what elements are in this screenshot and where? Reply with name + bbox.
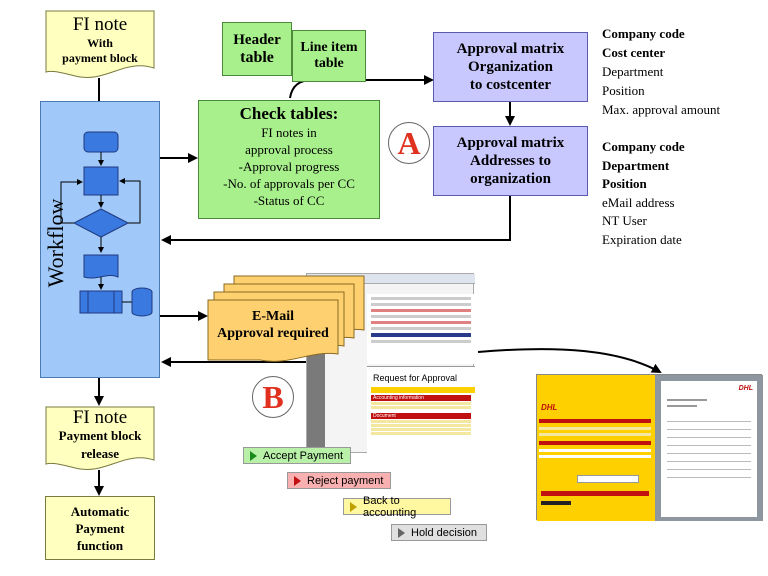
fi-note-top-sub1: With <box>87 36 113 50</box>
fi-note-top-sub2: payment block <box>62 51 138 65</box>
header-table-box: Header table <box>222 22 292 76</box>
auto-payment-line2: Payment <box>75 520 125 536</box>
accept-payment-label: Accept Payment <box>263 449 344 462</box>
approval-matrix-addr-box: Approval matrix Addresses to organizatio… <box>433 126 588 196</box>
header-table-line1: Header <box>233 31 281 48</box>
check-tables-item1a: FI notes in <box>261 125 317 140</box>
email-section1: Accounting information <box>371 395 471 401</box>
approval-org-line2: Organization <box>468 59 553 75</box>
hold-decision-button[interactable]: Hold decision <box>391 524 487 541</box>
check-tables-item2: -Approval progress <box>238 159 340 174</box>
org-field-max-amount: Max. approval amount <box>602 102 721 117</box>
dhl-invoice-preview: DHL <box>655 375 763 521</box>
approval-org-line1: Approval matrix <box>456 41 565 57</box>
email-envelope-stack: E-Mail Approval required <box>206 274 366 364</box>
addr-field-nt-user: NT User <box>602 213 647 228</box>
org-field-position: Position <box>602 83 645 98</box>
check-tables-item1b: approval process <box>245 142 333 157</box>
play-arrow-icon <box>294 475 301 486</box>
dhl-form-panel: DHL <box>537 375 655 521</box>
automatic-payment-box: Automatic Payment function <box>45 496 155 560</box>
envelope-stack-icon <box>207 275 365 362</box>
document-shape-icon <box>45 10 155 78</box>
email-request-title: Request for Approval <box>373 373 458 383</box>
line-item-table-line1: Line item <box>300 40 358 55</box>
play-arrow-icon <box>350 501 357 512</box>
marker-a: A <box>388 122 430 164</box>
addr-field-expiration: Expiration date <box>602 231 682 247</box>
reject-payment-label: Reject payment <box>307 474 384 487</box>
fi-note-bottom-title: FI note <box>72 407 128 428</box>
check-tables-box: Check tables: FI notes in approval proce… <box>198 100 380 219</box>
check-tables-item3: -No. of approvals per CC <box>223 176 355 191</box>
back-to-accounting-button[interactable]: Back to accounting <box>343 495 451 519</box>
play-arrow-icon <box>250 450 257 461</box>
document-shape-icon <box>45 406 155 470</box>
org-field-cost-center: Cost center <box>602 45 666 60</box>
email-toolbar <box>307 274 475 284</box>
email-preview: Request for Approval Accounting informat… <box>367 366 475 454</box>
dhl-logo: DHL <box>541 403 558 412</box>
email-section2: Document <box>371 413 471 419</box>
approval-org-line3: to costcenter <box>469 77 552 93</box>
check-tables-item4: -Status of CC <box>253 193 325 208</box>
back-to-accounting-label: Back to accounting <box>363 494 417 519</box>
fi-note-bottom-sub1: Payment block <box>58 428 142 443</box>
workflow-panel: Workflow <box>40 101 160 378</box>
marker-b: B <box>252 376 294 418</box>
dhl-document-screenshot: DHL DHL <box>536 374 763 521</box>
approval-addr-line3: organization <box>470 171 551 187</box>
flowchart-icon <box>60 131 153 317</box>
fi-note-top: FI note With payment block <box>45 10 155 80</box>
check-tables-title: Check tables: <box>239 104 339 123</box>
line-item-table-box: Line item table <box>292 30 366 82</box>
addr-field-email: eMail address <box>602 194 675 210</box>
line-item-table-line2: table <box>314 56 344 71</box>
org-field-department: Department <box>602 64 664 79</box>
auto-payment-line1: Automatic <box>70 503 130 519</box>
fi-note-top-title: FI note <box>72 14 128 35</box>
play-arrow-icon <box>398 527 405 538</box>
addr-field-position: Position <box>602 176 647 191</box>
approval-addr-line1: Approval matrix <box>456 135 565 151</box>
addr-fields-list: Company code Department Position eMail a… <box>602 138 685 249</box>
accept-payment-button[interactable]: Accept Payment <box>243 447 351 464</box>
addr-field-company-code: Company code <box>602 139 685 154</box>
reject-payment-button[interactable]: Reject payment <box>287 472 391 489</box>
approval-matrix-org-box: Approval matrix Organization to costcent… <box>433 32 588 102</box>
header-table-line2: table <box>240 48 274 66</box>
approval-addr-line2: Addresses to <box>470 153 551 169</box>
auto-payment-line3: function <box>76 537 124 553</box>
hold-decision-label: Hold decision <box>411 526 478 539</box>
email-list <box>367 294 475 364</box>
addr-field-department: Department <box>602 157 670 173</box>
org-field-company-code: Company code <box>602 26 685 41</box>
org-fields-list: Company code Cost center Department Posi… <box>602 24 720 119</box>
email-line1: E-Mail <box>252 309 294 324</box>
fi-note-bottom-sub2: release <box>80 446 120 461</box>
email-line2: Approval required <box>217 326 329 341</box>
fi-note-bottom: FI note Payment block release <box>45 406 155 472</box>
